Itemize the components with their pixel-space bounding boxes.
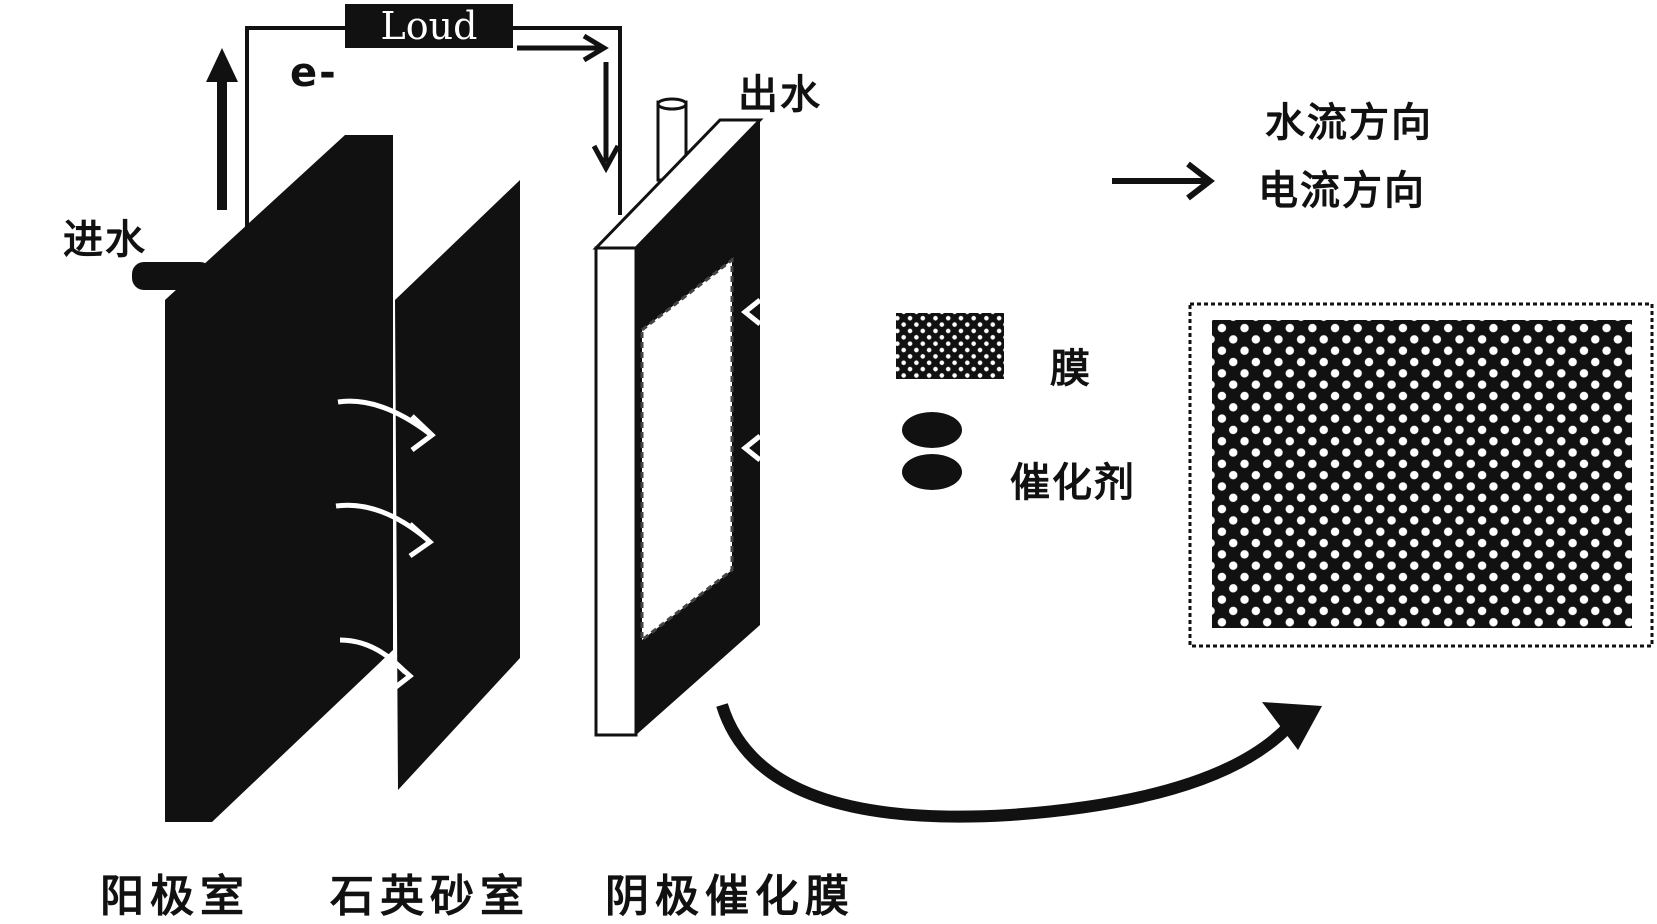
water-out-label: 出水 <box>738 72 822 118</box>
water-in-label: 进水 <box>63 217 147 263</box>
legend-current-label: 电流方向 <box>1258 168 1426 214</box>
flow-arrow-1-head <box>410 414 436 452</box>
legend-membrane-swatch <box>896 313 1004 379</box>
current-arrow-down-head <box>591 144 621 174</box>
flow-arrow-2-head <box>408 522 435 559</box>
zoom-curved-arrow-head <box>1262 702 1322 750</box>
legend-catalyst-label: 催化剂 <box>1010 460 1136 506</box>
quartz-sand-chamber-label: 石英砂室 <box>330 871 530 922</box>
zoomed-membrane-mesh <box>1212 320 1632 628</box>
cathode-membrane-window <box>640 256 734 644</box>
cathode-membrane-label: 阴极催化膜 <box>605 871 855 922</box>
flow-arrow-3-head <box>390 658 414 692</box>
legend-catalyst-dot-1 <box>902 412 962 448</box>
current-arrow-right-head <box>582 33 609 63</box>
circuit-wire <box>245 26 622 232</box>
anode-chamber-block <box>165 135 393 822</box>
cathode-flow-arrow-2 <box>740 434 762 462</box>
quartz-sand-chamber-block <box>395 180 520 790</box>
zoom-curved-arrow <box>716 703 1295 823</box>
legend-arrow-head <box>1186 161 1215 201</box>
legend-water-flow-label: 水流方向 <box>1265 100 1433 146</box>
legend-membrane-label: 膜 <box>1050 346 1092 392</box>
electron-label: e- <box>290 50 338 96</box>
legend-catalyst-dot-2 <box>902 454 962 490</box>
load-resistor: Loud <box>345 4 513 48</box>
outlet-pipe-top <box>656 97 688 111</box>
current-arrow-up-head <box>206 48 238 82</box>
anode-chamber-label: 阳极室 <box>100 871 250 922</box>
cathode-flow-arrow-1 <box>740 298 762 326</box>
cathode-block-front-face <box>594 246 638 737</box>
